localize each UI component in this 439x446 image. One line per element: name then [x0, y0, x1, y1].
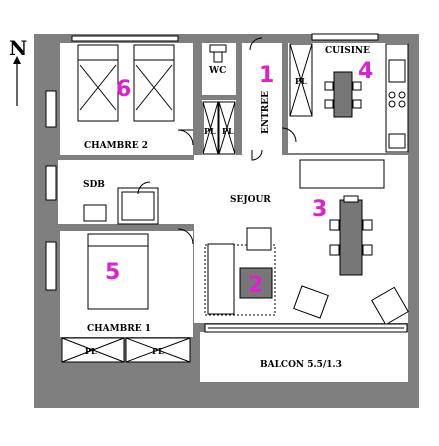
balcony-rail: [204, 323, 408, 333]
marker-5: 5: [105, 260, 120, 285]
dining-table: [329, 195, 373, 276]
marker-1: 1: [259, 63, 274, 88]
label-wc: WC: [208, 66, 226, 76]
marker-3: 3: [312, 197, 327, 222]
label-pl-chambre1-2: PL: [152, 346, 164, 356]
entree-floor: [242, 43, 282, 155]
label-pl-kitchen: PL: [295, 76, 307, 86]
label-pl-hall-2: PL: [222, 126, 234, 136]
label-sejour: SEJOUR: [230, 195, 271, 205]
label-sdb: SDB: [83, 180, 105, 190]
kitchen-closet: [289, 43, 313, 117]
label-cuisine: CUISINE: [325, 46, 370, 56]
label-balcon: BALCON 5.5/1.3: [260, 360, 342, 370]
marker-2: 2: [248, 273, 263, 298]
north-arrow-icon: [13, 56, 21, 106]
windows: [45, 33, 379, 291]
north-label: N: [9, 36, 27, 60]
kitchen-table: [324, 71, 362, 118]
hall-closets: [202, 101, 236, 155]
chambre1-bed: [87, 233, 149, 310]
balcon-floor: [200, 332, 408, 382]
chambre1-closets: [61, 337, 191, 363]
sofa-set: [204, 227, 409, 326]
label-chambre1: CHAMBRE 1: [87, 324, 151, 334]
sideboard: [299, 159, 385, 189]
kitchen-appliances: [385, 43, 409, 153]
marker-4: 4: [358, 59, 373, 84]
label-pl-chambre1-1: PL: [85, 346, 97, 356]
wc-toilet: [209, 44, 227, 63]
label-entree: ENTREE: [261, 91, 271, 134]
label-pl-hall-1: PL: [204, 126, 216, 136]
doors: [137, 37, 297, 245]
chambre2-beds: [77, 44, 175, 122]
marker-6: 6: [116, 77, 131, 102]
label-chambre2: CHAMBRE 2: [84, 141, 148, 151]
